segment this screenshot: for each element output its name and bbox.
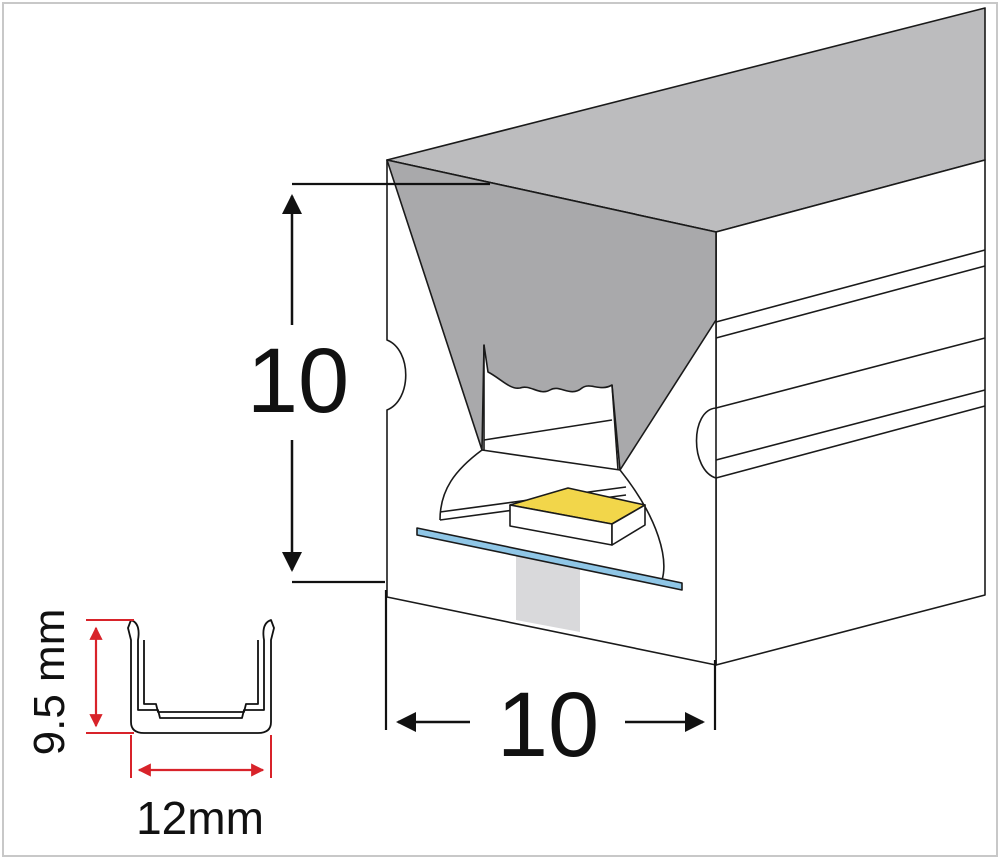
channel-right-curve: [481, 449, 665, 581]
side-line-1: [715, 249, 986, 323]
height-label: 10: [247, 330, 349, 432]
channel-right-wall: [611, 384, 619, 471]
channel-dimensions: [86, 619, 272, 778]
width-dimension: 10: [384, 590, 717, 776]
channel-height-label: 9.5 mm: [25, 609, 74, 756]
side-line-3: [715, 337, 986, 409]
led-chip-side: [611, 504, 646, 546]
height-dimension: 10: [247, 182, 490, 584]
pcb-strip: [416, 527, 683, 591]
side-line-4: [715, 405, 986, 479]
profile-side-face: [715, 159, 986, 666]
profile-front-diffuser: [386, 159, 717, 471]
side-line-5: [715, 389, 986, 461]
channel-inner-line: [143, 640, 259, 713]
base-block: [516, 555, 580, 632]
channel-back-line: [483, 419, 613, 441]
aluminum-channel: [127, 619, 275, 734]
neon-profile: [386, 7, 986, 666]
side-line-2: [715, 265, 986, 339]
channel-width-label: 12mm: [136, 792, 264, 844]
channel-profile: [127, 619, 275, 734]
width-label: 10: [497, 674, 599, 776]
